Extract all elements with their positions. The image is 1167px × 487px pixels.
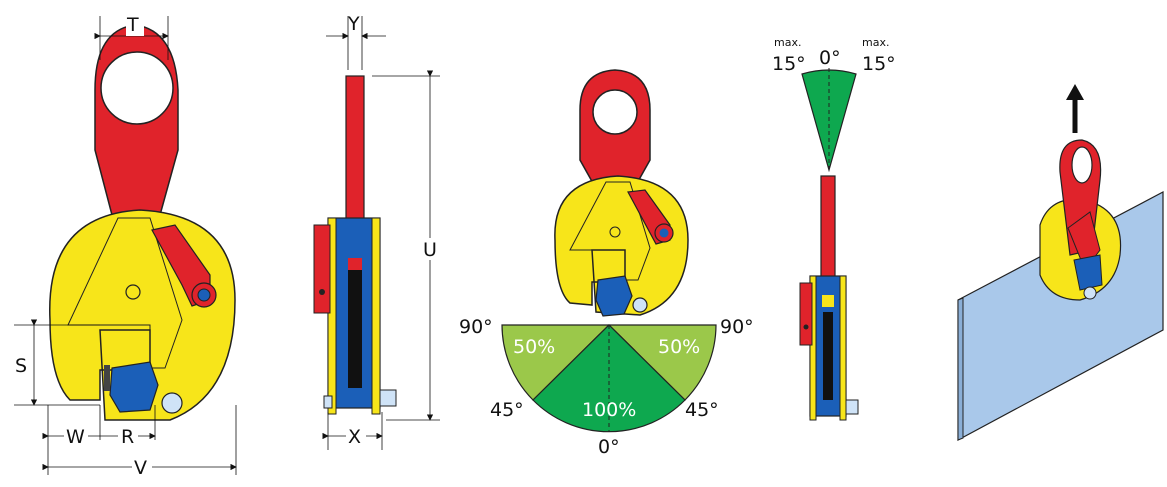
- dim-label-r: R: [121, 426, 134, 448]
- label-90-left: 90°: [459, 316, 493, 338]
- label-15-left: 15°: [772, 53, 806, 75]
- clamp-on-plate-view: [957, 84, 1164, 442]
- label-0-top: 0°: [819, 47, 841, 69]
- lift-arrow-icon: [1066, 84, 1084, 100]
- label-100: 100%: [582, 399, 636, 421]
- clamp-tilt-view: max. max. 15° 0° 15°: [772, 36, 896, 421]
- dim-label-s: S: [15, 355, 27, 377]
- label-50-left: 50%: [513, 336, 555, 358]
- dim-label-x: X: [348, 426, 361, 448]
- clamp-side-view: Y U X: [313, 13, 442, 450]
- label-50-right: 50%: [658, 336, 700, 358]
- label-90-right: 90°: [720, 316, 754, 338]
- dim-label-t: T: [126, 14, 139, 36]
- label-45-right: 45°: [685, 399, 719, 421]
- label-max-right: max.: [862, 36, 889, 49]
- label-15-right: 15°: [862, 53, 896, 75]
- clamp-front-view: T S W R V: [12, 14, 237, 479]
- label-max-left: max.: [774, 36, 801, 49]
- clamp-load-angle-view: 90° 90° 45° 45° 0° 50% 50% 100%: [459, 69, 754, 458]
- label-0: 0°: [598, 436, 620, 458]
- dim-label-y: Y: [347, 13, 360, 35]
- dim-label-w: W: [66, 426, 85, 448]
- dim-label-u: U: [423, 239, 437, 261]
- label-45-left: 45°: [490, 399, 524, 421]
- dim-label-v: V: [134, 457, 147, 479]
